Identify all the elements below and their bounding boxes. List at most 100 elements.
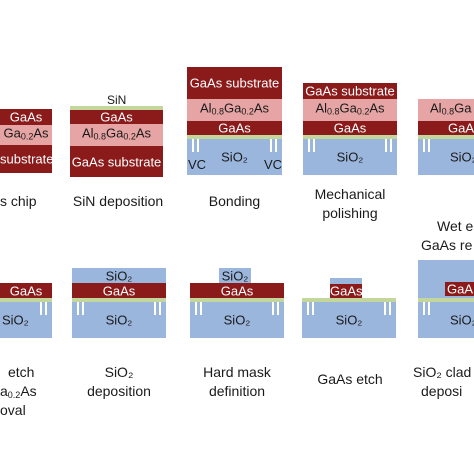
vertical-channel <box>384 302 386 315</box>
sio2-label: SiO₂ <box>221 149 248 165</box>
sio2-cladding-layer: GaA <box>418 260 474 298</box>
gaas-label: GaAs <box>220 283 254 298</box>
sin-layer <box>303 135 397 139</box>
gaas-label: GaAs <box>9 109 43 125</box>
sio2-layer: SiO₂ <box>418 302 474 338</box>
substrate-label: GaAs substrate <box>305 83 395 99</box>
sio2-label: SiO₂ <box>105 268 133 283</box>
sin-layer <box>72 298 166 302</box>
gaas-label: GaAs <box>100 109 133 125</box>
vertical-channel <box>313 139 315 152</box>
sio2-layer: SiO₂ <box>187 139 282 175</box>
sin-layer <box>0 298 52 302</box>
gaas-substrate-layer: GaAs substrate <box>303 83 397 99</box>
sin-label: SiN <box>107 93 127 107</box>
sio2-label: SiO₂ <box>105 312 133 328</box>
vertical-channel <box>82 302 84 315</box>
vertical-channel <box>428 302 430 315</box>
algaas-label: Al0.8Ga0.2As <box>199 100 270 117</box>
gaas-substrate-layer: GaAs substrate <box>187 67 282 99</box>
sio2-mask-layer: SiO₂ <box>219 268 251 283</box>
sio2-label: SiO₂ <box>2 312 29 328</box>
caption-step-10-line-2: deposi <box>421 383 463 399</box>
caption-step-7-line-1: SiO₂ <box>104 364 134 380</box>
sin-layer <box>418 135 474 139</box>
vertical-channel <box>77 302 79 315</box>
gaas-label: GaAs <box>448 120 474 136</box>
gaas-waveguide: GaA <box>445 282 474 296</box>
sio2-label: SiO₂ <box>336 149 364 165</box>
caption-step-9: GaAs etch <box>317 371 383 387</box>
caption-step-7-line-2: deposition <box>87 383 151 399</box>
sio2-label: SiO₂ <box>335 312 363 328</box>
vertical-channel <box>275 139 277 152</box>
vc-label-right: VC <box>264 157 283 172</box>
vertical-channel <box>197 139 199 152</box>
vertical-channel <box>308 139 310 152</box>
algaas-label: Al0.8Ga0.2As <box>315 100 385 117</box>
vertical-channel <box>154 302 156 315</box>
substrate-label: GaAs substrate <box>189 75 280 91</box>
caption-step-3: Bonding <box>208 193 261 209</box>
gaas-label: GaAs <box>218 120 251 136</box>
gaas-layer: GaAs <box>70 110 163 124</box>
caption-step-8-line-2: definition <box>208 383 266 399</box>
caption-step-5-line-2: GaAs re <box>421 237 473 253</box>
vertical-channel <box>423 139 425 152</box>
sio2-label: SiO₂ <box>450 312 474 328</box>
caption-step-8-line-1: Hard mask <box>203 364 271 380</box>
vertical-channel <box>159 302 161 315</box>
caption-step-5-line-1: Wet e <box>437 218 474 234</box>
algaas-layer: Al0.8Ga0.2As <box>187 99 282 121</box>
sio2-mask-layer <box>330 278 362 284</box>
caption-step-4-line-2: polishing <box>322 205 378 221</box>
gaas-layer: GaAs <box>190 283 284 298</box>
gaas-label: GaAs <box>9 283 43 298</box>
sio2-layer: SiO₂ <box>418 139 474 175</box>
vertical-channel <box>277 302 279 315</box>
gaas-substrate-layer: substrate <box>0 145 54 173</box>
gaas-waveguide: GaAs <box>330 283 363 299</box>
sio2-label: SiO₂ <box>223 312 251 328</box>
algaas-label: Ga0.2As <box>3 125 49 142</box>
vertical-channel <box>423 302 425 315</box>
sin-layer <box>302 298 396 302</box>
substrate-label: GaAs substrate <box>71 154 162 169</box>
gaas-layer: GaAs <box>0 283 52 298</box>
vertical-channel <box>390 139 392 152</box>
sin-layer <box>418 298 474 302</box>
caption-step-6-line-2: a0.2As <box>0 383 37 400</box>
caption-step-2: SiN deposition <box>72 193 164 209</box>
sio2-label: SiO₂ <box>221 268 249 283</box>
sio2-top-layer: SiO₂ <box>72 268 166 283</box>
sio2-layer: SiO₂ <box>190 302 284 338</box>
caption-step-4-line-1: Mechanical <box>314 186 386 202</box>
vertical-channel <box>45 302 47 315</box>
algaas-layer: Al0.8Ga0.2As <box>303 99 397 121</box>
gaas-label: GaAs <box>330 283 363 299</box>
algaas-layer: Ga0.2As <box>0 125 52 145</box>
vertical-channel <box>195 302 197 315</box>
vertical-channel <box>270 139 272 152</box>
gaas-label: GaAs <box>333 120 367 136</box>
vertical-channel <box>312 302 314 315</box>
caption-step-1: s chip <box>0 193 37 209</box>
sin-layer <box>187 135 282 139</box>
caption-step-6-line-3: oval <box>0 402 26 418</box>
substrate-label: substrate <box>0 151 54 167</box>
gaas-layer: GaAs <box>187 121 282 135</box>
vertical-channel <box>428 139 430 152</box>
sin-layer <box>70 106 163 110</box>
gaas-label: GaAs <box>102 283 136 298</box>
gaas-layer: GaAs <box>303 121 397 135</box>
sio2-layer: SiO₂ <box>0 302 52 338</box>
sin-layer <box>190 298 284 302</box>
caption-step-6-line-1: etch <box>8 364 35 380</box>
algaas-label: Al0.8Ga0.2As <box>81 125 152 142</box>
vertical-channel <box>192 139 194 152</box>
sio2-layer: SiO₂ <box>302 302 396 338</box>
vertical-channel <box>272 302 274 315</box>
vertical-channel <box>307 302 309 315</box>
vertical-channel <box>40 302 42 315</box>
sio2-layer: SiO₂ <box>72 302 166 338</box>
